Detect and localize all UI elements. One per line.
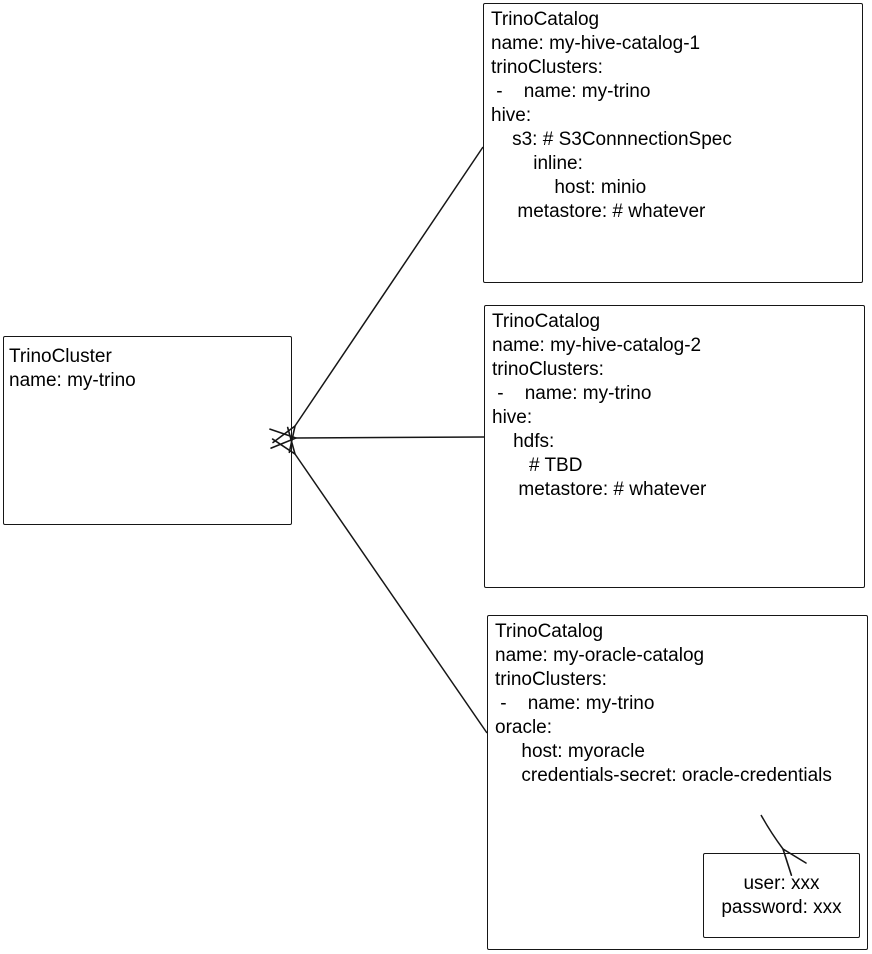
- oracle-credentials-secret-box: user: xxx password: xxx: [703, 853, 860, 938]
- yaml-line: name: my-oracle-catalog: [495, 645, 705, 666]
- yaml-line: - name: my-trino: [495, 693, 655, 714]
- yaml-line: - name: my-trino: [491, 81, 651, 102]
- trino-cluster-box: TrinoCluster name: my-trino: [3, 336, 292, 525]
- yaml-line: - name: my-trino: [492, 383, 652, 404]
- catalog1-title: TrinoCatalog: [491, 9, 600, 30]
- yaml-line: metastore: # whatever: [491, 201, 706, 222]
- connector-catalog2-to-cluster: [296, 437, 485, 438]
- connector-catalog3-to-cluster: [295, 454, 488, 734]
- yaml-line: hive:: [491, 105, 532, 126]
- yaml-line: hive:: [492, 407, 533, 428]
- catalog2-title: TrinoCatalog: [492, 311, 601, 332]
- yaml-line: metastore: # whatever: [492, 479, 707, 500]
- trino-catalog-oracle-box: TrinoCatalog name: my-oracle-catalog tri…: [487, 615, 868, 950]
- yaml-line: inline:: [491, 153, 583, 174]
- cluster-title: TrinoCluster: [9, 346, 112, 367]
- catalog3-title: TrinoCatalog: [495, 621, 604, 642]
- cluster-name-line: name: my-trino: [9, 370, 136, 391]
- trino-catalog-1-box: TrinoCatalog name: my-hive-catalog-1 tri…: [483, 3, 863, 283]
- credentials-user-line: user: xxx: [743, 872, 820, 894]
- yaml-line: trinoClusters:: [495, 669, 607, 690]
- yaml-line: trinoClusters:: [492, 359, 604, 380]
- yaml-line: host: minio: [491, 177, 647, 198]
- yaml-line: credentials-secret: oracle-credentials: [495, 765, 832, 786]
- yaml-line: name: my-hive-catalog-2: [492, 335, 702, 356]
- connector-catalog1-to-cluster: [295, 146, 484, 426]
- yaml-line: name: my-hive-catalog-1: [491, 33, 701, 54]
- yaml-line: s3: # S3ConnnectionSpec: [491, 129, 732, 150]
- yaml-line: trinoClusters:: [491, 57, 603, 78]
- yaml-line: oracle:: [495, 717, 553, 738]
- yaml-line: hdfs:: [492, 431, 555, 452]
- yaml-line: # TBD: [492, 455, 583, 476]
- trino-catalog-2-box: TrinoCatalog name: my-hive-catalog-2 tri…: [484, 305, 865, 588]
- credentials-password-line: password: xxx: [721, 896, 842, 918]
- yaml-line: host: myoracle: [495, 741, 645, 762]
